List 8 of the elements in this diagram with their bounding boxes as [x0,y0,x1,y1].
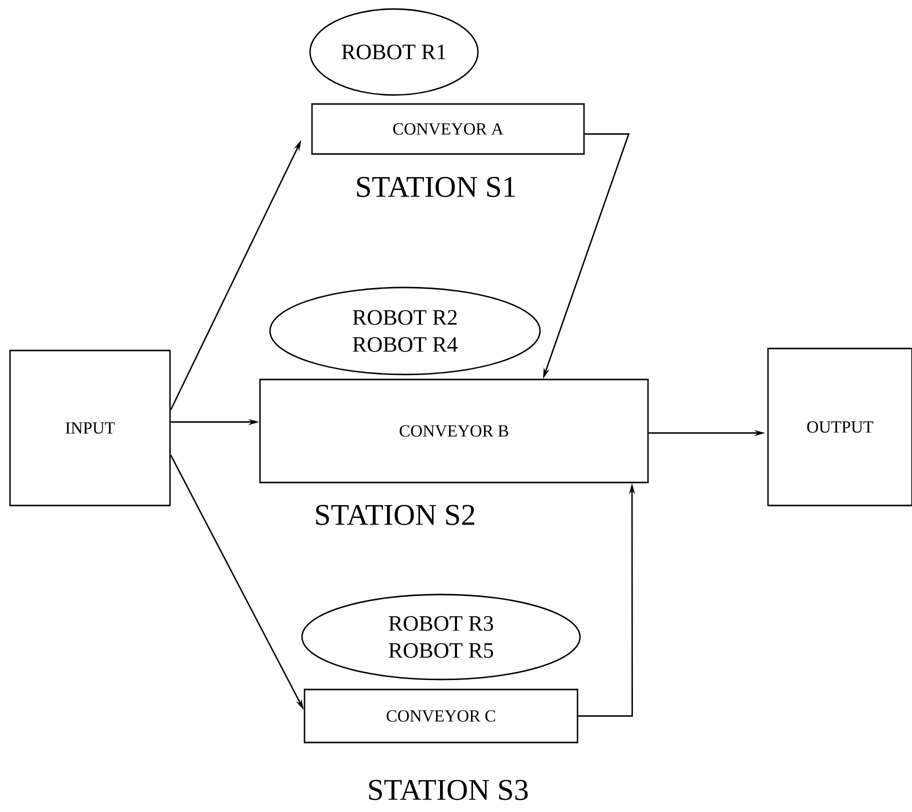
station-label: STATION S1 [357,176,516,198]
station-label: STATION S3 [369,780,528,800]
input-box: INPUT [9,350,171,506]
conveyor-box: CONVEYOR B [259,378,649,484]
output-box: OUTPUT [767,348,912,506]
station-label: STATION S2 [316,504,474,526]
conveyor-box: CONVEYOR C [304,688,578,744]
conveyor-box: CONVEYOR A [311,103,585,155]
